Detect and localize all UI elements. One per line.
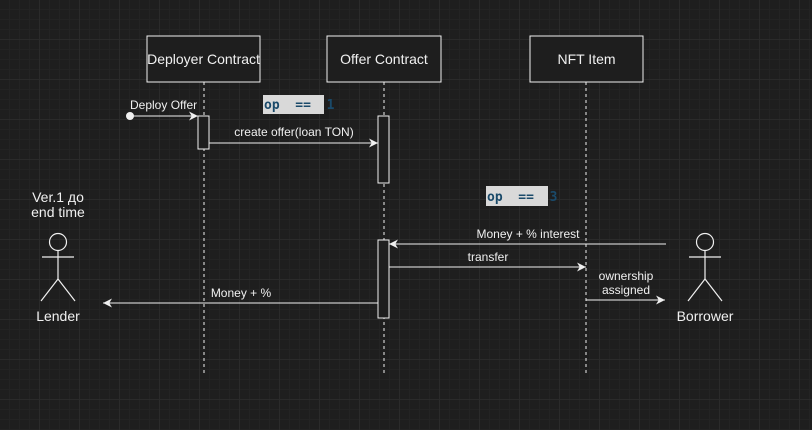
- deploy-offer-label: Deploy Offer: [130, 98, 197, 112]
- money-percent-label: Money + %: [211, 286, 272, 300]
- transfer-label: transfer: [468, 250, 509, 264]
- nft-item-label: NFT Item: [557, 51, 615, 67]
- ownership-label-line2: assigned: [602, 283, 650, 297]
- op-1-badge: op == 1: [263, 95, 335, 114]
- lender-note-line1: Ver.1 до: [32, 189, 84, 205]
- op-3-text: op == 3: [487, 190, 557, 205]
- deployer-contract-box[interactable]: Deployer Contract: [146, 35, 261, 83]
- borrower-actor-icon[interactable]: [687, 232, 723, 302]
- offer-activation-2[interactable]: [377, 239, 390, 319]
- lender-label: Lender: [36, 308, 80, 324]
- offer-activation-1[interactable]: [377, 115, 390, 184]
- deployer-contract-label: Deployer Contract: [147, 51, 260, 67]
- ownership-label-line1: ownership: [599, 269, 654, 283]
- money-interest-label: Money + % interest: [476, 227, 580, 241]
- offer-contract-label: Offer Contract: [340, 51, 428, 67]
- borrower-label: Borrower: [677, 308, 734, 324]
- create-offer-label: create offer(loan TON): [234, 125, 353, 139]
- lender-note-line2: end time: [31, 204, 85, 220]
- nft-item-box[interactable]: NFT Item: [529, 35, 644, 83]
- op-1-text: op == 1: [264, 98, 335, 113]
- op-3-badge: op == 3: [486, 186, 557, 206]
- offer-contract-box[interactable]: Offer Contract: [326, 35, 442, 83]
- lender-actor-icon[interactable]: [40, 232, 76, 302]
- deployer-activation[interactable]: [197, 115, 210, 150]
